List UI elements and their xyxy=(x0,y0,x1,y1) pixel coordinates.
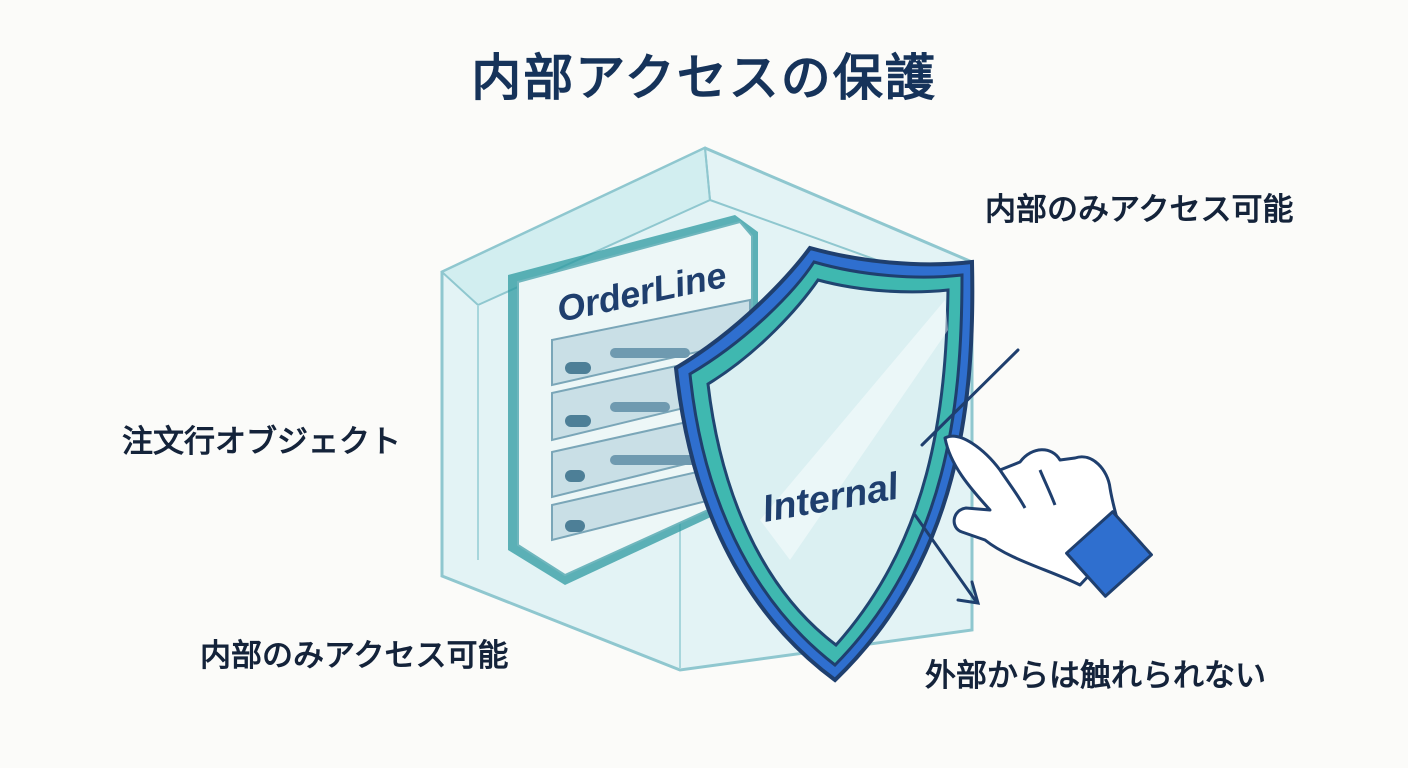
label-external-no-touch: 外部からは触れられない xyxy=(925,658,1266,694)
card-row-dots xyxy=(565,348,700,532)
page-title: 内部アクセスの保護 xyxy=(471,49,937,107)
shield-icon: Internal xyxy=(673,245,975,683)
label-order-line-object: 注文行オブジェクト xyxy=(122,424,401,460)
hand-icon xyxy=(943,434,1153,598)
label-internal-only-bottom: 内部のみアクセス可能 xyxy=(200,638,509,674)
deflect-arrow xyxy=(913,348,1020,605)
label-internal-only-top: 内部のみアクセス可能 xyxy=(985,192,1294,228)
